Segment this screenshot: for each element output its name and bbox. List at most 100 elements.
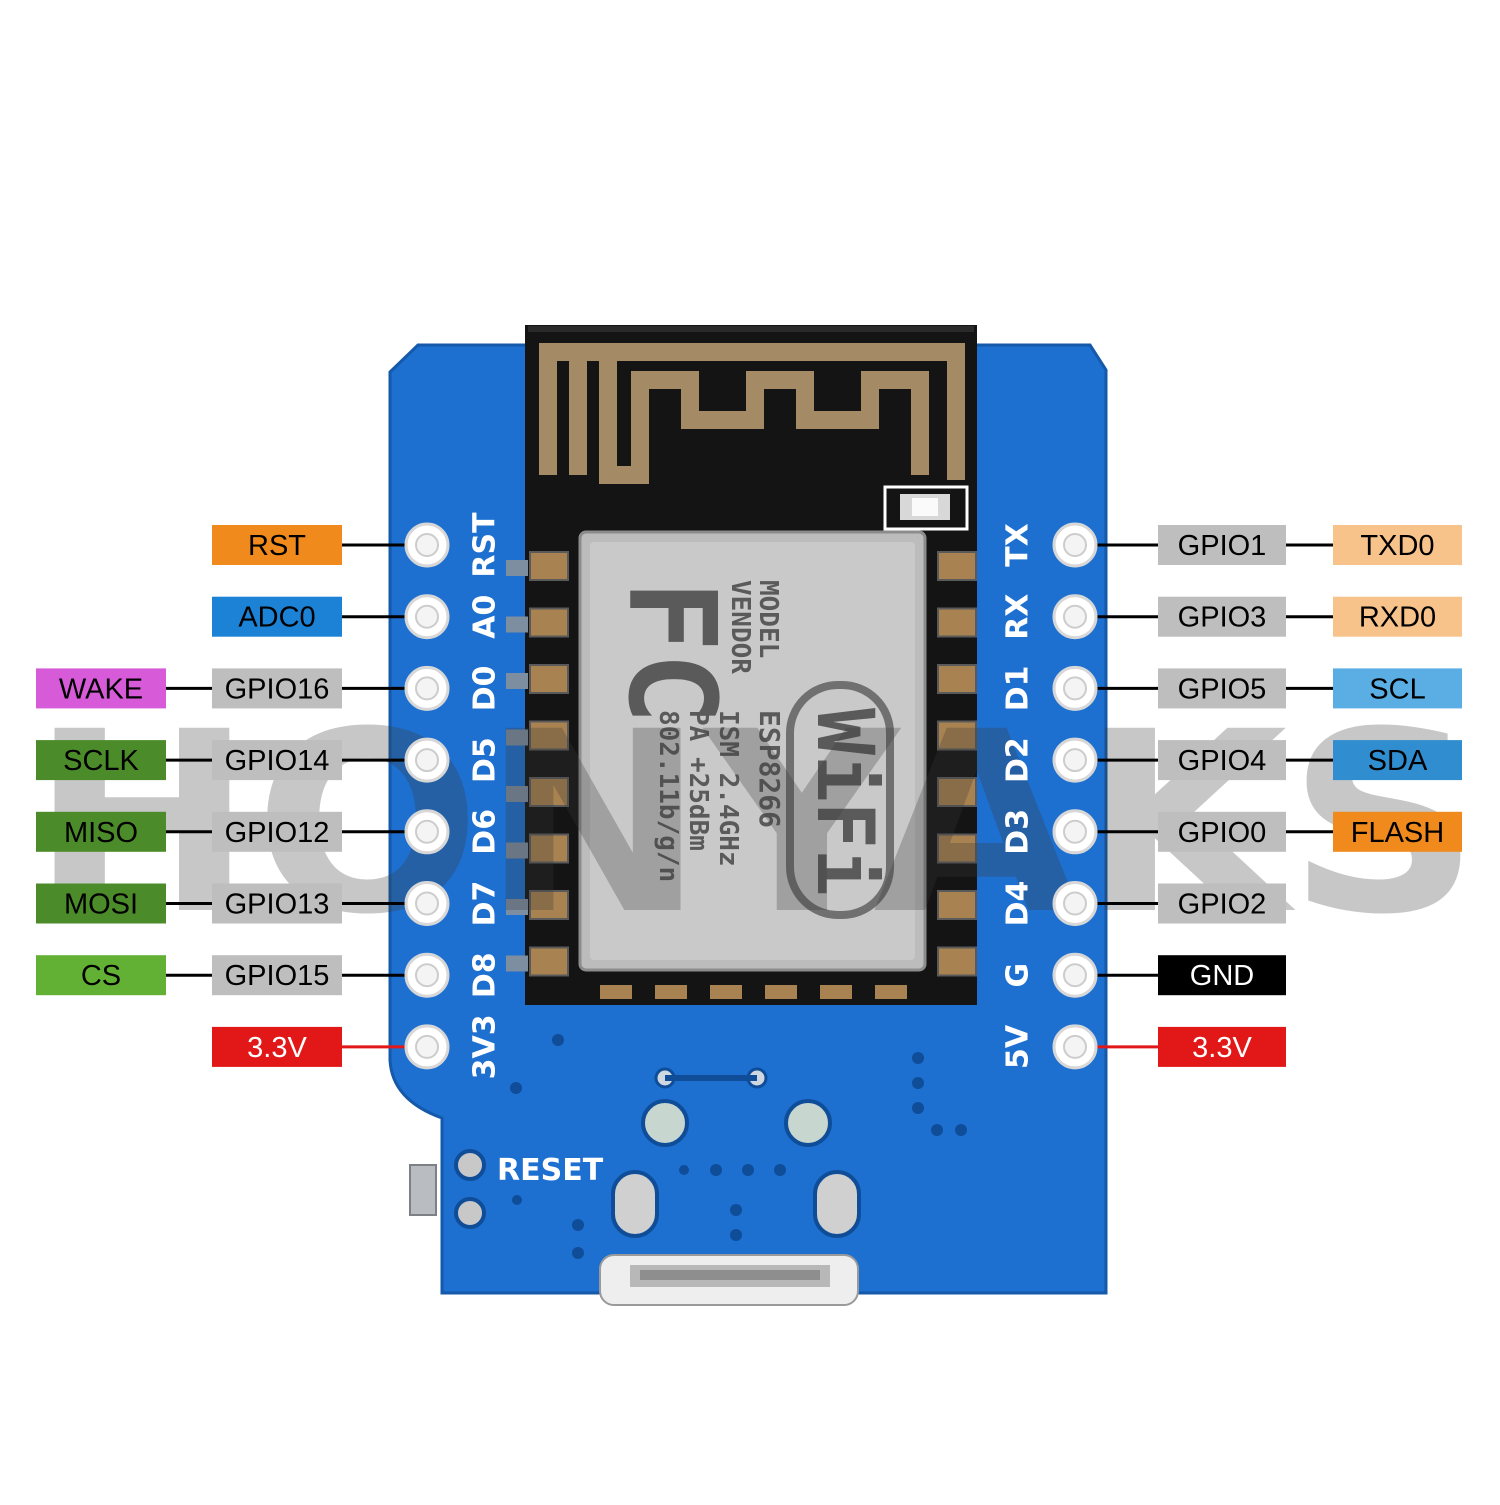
left-label-miso: MISO [64, 817, 138, 849]
module-pad-left [529, 890, 569, 920]
module-pad-right [937, 777, 977, 807]
right-label-box-scl [1333, 668, 1462, 709]
right-pin-hole-inner [1063, 819, 1087, 844]
left-label-box-rst [212, 525, 342, 565]
left-silk-d0: D0 [468, 666, 503, 712]
board-pad-left [506, 842, 528, 859]
right-pin-hole-inner [1063, 891, 1087, 916]
left-label-box-gpio13 [212, 883, 342, 924]
micro-usb-port[interactable] [599, 1254, 859, 1306]
left-silk-d5: D5 [468, 737, 503, 783]
right-silk-tx: TX [1001, 523, 1036, 567]
chip-line1: ESP8266 [753, 710, 786, 828]
board-pad-left [506, 899, 528, 915]
board-pad-left [506, 955, 528, 972]
board-pad-left [506, 560, 528, 576]
right-label-box-gpio5 [1158, 668, 1286, 709]
right-label-gpio3: GPIO3 [1178, 602, 1267, 634]
right-pin-hole-inner [1063, 676, 1087, 701]
left-label-adc0: ADC0 [238, 602, 315, 634]
right-label-gpio2: GPIO2 [1178, 889, 1267, 921]
left-label-box-wake [36, 668, 166, 709]
wifi-badge-text: WiFi [799, 708, 889, 896]
right-label-box-sda [1333, 740, 1462, 781]
right-label-box-gpio2 [1158, 883, 1286, 924]
right-label-box-gpio1 [1158, 525, 1286, 565]
module-pad-left [529, 777, 569, 807]
left-silk-d7: D7 [468, 881, 503, 927]
module-pad-left [529, 664, 569, 694]
chip-line2: ISM 2.4GHz [713, 710, 743, 867]
right-silk-g: G [1001, 963, 1036, 988]
right-label-rxd0: RXD0 [1359, 602, 1436, 634]
left-pin-hole-inner [415, 1034, 439, 1059]
left-label-box-sclk [36, 740, 166, 781]
left-pin-hole-inner [415, 533, 439, 557]
left-label-mosi: MOSI [64, 889, 138, 921]
right-label-box-3-3v [1158, 1026, 1286, 1067]
module-pad-left [529, 946, 569, 977]
right-label-box-gpio4 [1158, 740, 1286, 781]
esp-module: FC MODEL VENDOR ESP8266 ISM 2.4GHz PA +2… [506, 325, 977, 1005]
left-label-gpio13: GPIO13 [225, 889, 330, 921]
module-pad-right [937, 551, 977, 581]
left-silk-a0: A0 [468, 595, 503, 639]
left-label-box-gpio12 [212, 811, 342, 852]
left-label-gpio15: GPIO15 [225, 960, 330, 992]
left-silk-d6: D6 [468, 809, 503, 855]
left-pin-hole-inner [415, 819, 439, 844]
left-label-box-cs [36, 955, 166, 996]
left-label-box-adc0 [212, 596, 342, 637]
right-label-scl: SCL [1369, 673, 1425, 705]
left-label-gpio14: GPIO14 [225, 745, 330, 777]
right-label-gpio0: GPIO0 [1178, 817, 1267, 849]
chip-line3: PA +25dBm [683, 710, 713, 851]
model-text: MODEL [753, 580, 783, 658]
right-silk-d1: D1 [1001, 666, 1036, 712]
left-label-box-gpio14 [212, 740, 342, 781]
module-pad-right [937, 664, 977, 694]
board-pad-left [506, 616, 528, 633]
right-pin-hole-inner [1063, 604, 1087, 629]
bottom-pads [600, 985, 907, 999]
right-silk-d3: D3 [1001, 809, 1036, 855]
wifi-antenna-trace [539, 343, 965, 484]
module-pad-left [529, 720, 569, 751]
left-label-box-mosi [36, 883, 166, 924]
chip-markings: FC MODEL VENDOR ESP8266 ISM 2.4GHz PA +2… [601, 580, 786, 882]
right-label-box-rxd0 [1333, 596, 1462, 637]
left-silk-rst: RST [468, 512, 503, 578]
left-label-gpio12: GPIO12 [225, 817, 330, 849]
module-pad-left [529, 607, 569, 638]
reset-button[interactable] [409, 1149, 486, 1229]
right-label-box-txd0 [1333, 525, 1462, 565]
board-pad-left [506, 729, 528, 746]
module-pad-right [937, 946, 977, 977]
right-label-box-gpio0 [1158, 811, 1286, 852]
left-label-box-3-3v [212, 1026, 342, 1067]
chip-line4: 802.11b/g/n [653, 710, 683, 882]
right-silk-d2: D2 [1001, 737, 1036, 783]
right-label-flash: FLASH [1351, 817, 1444, 849]
board-pad-left [506, 673, 528, 689]
right-silk-rx: RX [1001, 594, 1036, 640]
right-label-3-3v: 3.3V [1192, 1032, 1252, 1064]
module-pad-right [937, 720, 977, 751]
vendor-text: VENDOR [725, 580, 755, 674]
led-indicator [883, 485, 969, 531]
left-pin-hole-inner [415, 676, 439, 701]
right-label-txd0: TXD0 [1360, 530, 1434, 562]
left-label-rst: RST [248, 530, 306, 562]
left-label-3-3v: 3.3V [247, 1032, 307, 1064]
left-pin-hole-inner [415, 891, 439, 916]
vendor-logo: FC [601, 580, 740, 725]
board-pads [611, 1067, 861, 1238]
module-pad-left [529, 551, 569, 581]
module-pad-left [529, 833, 569, 864]
right-label-gpio1: GPIO1 [1178, 530, 1267, 562]
reset-label: RESET [497, 1153, 604, 1188]
right-pin-hole-inner [1063, 748, 1087, 773]
module-side-pads [506, 551, 977, 977]
